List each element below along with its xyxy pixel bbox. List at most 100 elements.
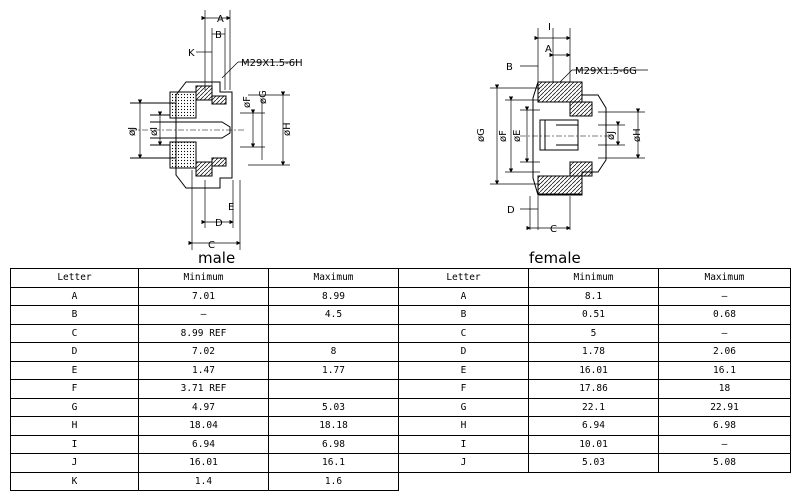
svg-text:E: E xyxy=(228,202,234,213)
empty-cell xyxy=(399,472,791,491)
female-min: 0.51 xyxy=(528,305,659,325)
female-letter: H xyxy=(398,416,529,436)
svg-text:C: C xyxy=(550,224,557,235)
male-letter: G xyxy=(10,397,139,417)
svg-text:I: I xyxy=(548,22,551,33)
male-min: 16.01 xyxy=(138,453,269,473)
male-connector-drawing xyxy=(130,10,300,250)
male-min: – xyxy=(138,305,269,325)
svg-text:øJ: øJ xyxy=(127,127,138,136)
female-max: – xyxy=(658,434,791,454)
male-max: 6.98 xyxy=(268,434,399,454)
header-minimum-female: Minimum xyxy=(528,268,659,288)
table-row: K 1.4 1.6 xyxy=(10,471,791,491)
female-letter: I xyxy=(398,434,529,454)
male-letter: F xyxy=(10,379,139,399)
female-max: 22.91 xyxy=(658,397,791,417)
dimension-spec-table: Letter Minimum Maximum Letter Minimum Ma… xyxy=(10,268,791,491)
female-letter: F xyxy=(398,379,529,399)
connector-drawings: A B K C D E øJ øI øF øG øH M29X1.5-6H xyxy=(127,10,648,251)
female-min: 6.94 xyxy=(528,416,659,436)
table-row: H 18.04 18.18 H 6.94 6.98 xyxy=(10,416,791,436)
table-row: E 1.47 1.77 E 16.01 16.1 xyxy=(10,360,791,380)
female-letter: J xyxy=(398,453,529,473)
svg-text:øH: øH xyxy=(282,122,293,136)
male-max: 1.6 xyxy=(268,471,399,491)
male-min: 1.47 xyxy=(138,360,269,380)
male-max xyxy=(268,323,399,343)
male-max: 16.1 xyxy=(268,453,399,473)
male-thread-label: M29X1.5-6H xyxy=(241,58,303,69)
male-max: 1.77 xyxy=(268,360,399,380)
svg-text:øE: øE xyxy=(512,130,523,142)
svg-text:øF: øF xyxy=(498,130,509,142)
female-letter: C xyxy=(398,323,529,343)
table-row: G 4.97 5.03 G 22.1 22.91 xyxy=(10,397,791,417)
male-max: 18.18 xyxy=(268,416,399,436)
table-row: B – 4.5 B 0.51 0.68 xyxy=(10,305,791,325)
male-letter: A xyxy=(10,286,139,306)
male-caption: male xyxy=(198,249,236,267)
table-header-row: Letter Minimum Maximum Letter Minimum Ma… xyxy=(10,268,791,288)
female-letter: A xyxy=(398,286,529,306)
male-min: 6.94 xyxy=(138,434,269,454)
male-letter: E xyxy=(10,360,139,380)
female-letter: B xyxy=(398,305,529,325)
male-min: 7.02 xyxy=(138,342,269,362)
svg-text:A: A xyxy=(217,14,224,25)
table-row: D 7.02 8 D 1.78 2.06 xyxy=(10,342,791,362)
female-min: 8.1 xyxy=(528,286,659,306)
male-min: 8.99 REF xyxy=(138,323,269,343)
header-maximum-female: Maximum xyxy=(658,268,791,288)
header-letter-male: Letter xyxy=(10,268,139,288)
female-letter: D xyxy=(398,342,529,362)
svg-text:B: B xyxy=(215,30,222,41)
svg-text:B: B xyxy=(506,62,513,73)
male-max: 5.03 xyxy=(268,397,399,417)
table-row: C 8.99 REF C 5 – xyxy=(10,323,791,343)
female-caption: female xyxy=(529,249,581,267)
male-min: 1.4 xyxy=(138,471,269,491)
male-min: 4.97 xyxy=(138,397,269,417)
table-row: I 6.94 6.98 I 10.01 – xyxy=(10,434,791,454)
male-letter: I xyxy=(10,434,139,454)
table-row: A 7.01 8.99 A 8.1 – xyxy=(10,286,791,306)
male-max xyxy=(268,379,399,399)
male-max: 4.5 xyxy=(268,305,399,325)
female-min: 5 xyxy=(528,323,659,343)
female-max: 6.98 xyxy=(658,416,791,436)
table-row: J 16.01 16.1 J 5.03 5.08 xyxy=(10,453,791,473)
male-min: 18.04 xyxy=(138,416,269,436)
svg-text:A: A xyxy=(545,44,552,55)
male-letter: J xyxy=(10,453,139,473)
female-min: 10.01 xyxy=(528,434,659,454)
male-min: 3.71 REF xyxy=(138,379,269,399)
header-maximum-male: Maximum xyxy=(268,268,399,288)
male-max: 8 xyxy=(268,342,399,362)
female-thread-label: M29X1.5-6G xyxy=(575,66,637,77)
female-max: 18 xyxy=(658,379,791,399)
female-max: 2.06 xyxy=(658,342,791,362)
male-letter: H xyxy=(10,416,139,436)
svg-text:K: K xyxy=(188,48,195,59)
male-letter: K xyxy=(10,471,139,491)
female-letter: E xyxy=(398,360,529,380)
female-min: 5.03 xyxy=(528,453,659,473)
female-max: 0.68 xyxy=(658,305,791,325)
male-min: 7.01 xyxy=(138,286,269,306)
header-letter-female: Letter xyxy=(398,268,529,288)
male-letter: D xyxy=(10,342,139,362)
female-letter: G xyxy=(398,397,529,417)
male-max: 8.99 xyxy=(268,286,399,306)
svg-text:øH: øH xyxy=(632,128,643,142)
female-min: 16.01 xyxy=(528,360,659,380)
svg-text:øJ: øJ xyxy=(606,131,617,140)
female-max: – xyxy=(658,323,791,343)
svg-text:øI: øI xyxy=(149,127,160,136)
female-connector-drawing xyxy=(490,28,648,231)
table-row: F 3.71 REF F 17.86 18 xyxy=(10,379,791,399)
female-min: 1.78 xyxy=(528,342,659,362)
header-minimum-male: Minimum xyxy=(138,268,269,288)
male-letter: B xyxy=(10,305,139,325)
male-dimension-labels: A B K C D E øJ øI øF øG øH M29X1.5-6H xyxy=(127,14,303,251)
